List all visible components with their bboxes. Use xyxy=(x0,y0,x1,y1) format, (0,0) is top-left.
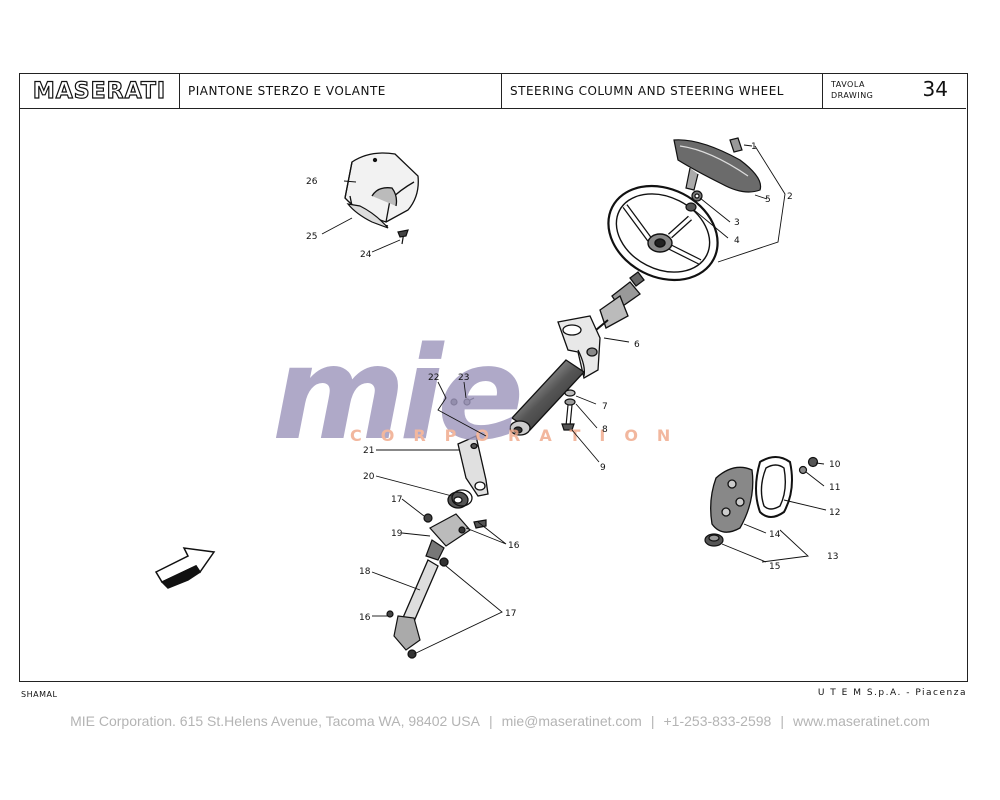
callout-6: 6 xyxy=(634,340,640,350)
callout-4: 4 xyxy=(734,236,740,246)
callout-22: 22 xyxy=(428,373,439,383)
callout-25: 25 xyxy=(306,232,317,242)
callout-5: 5 xyxy=(765,195,771,205)
title-block: MASERATI PIANTONE STERZO E VOLANTE STEER… xyxy=(20,74,966,109)
table-label: TAVOLA DRAWING xyxy=(831,79,873,101)
switch-knob xyxy=(704,533,724,547)
callout-19: 19 xyxy=(391,529,403,539)
switch-panel xyxy=(710,466,754,533)
callout-9: 9 xyxy=(600,463,606,473)
steering-column-cover-lower xyxy=(346,203,389,229)
table-label-en: DRAWING xyxy=(831,91,874,100)
brand-name: MASERATI xyxy=(32,78,167,104)
callout-16-upper: 16 xyxy=(508,541,520,551)
callout-14: 14 xyxy=(769,530,781,540)
callout-11: 11 xyxy=(829,483,840,493)
steering-column xyxy=(595,271,645,331)
callout-2: 2 xyxy=(787,192,793,202)
drawing-sheet: MASERATI PIANTONE STERZO E VOLANTE STEER… xyxy=(19,73,968,682)
callout-16-lower: 16 xyxy=(359,613,371,623)
steering-column-cover-upper xyxy=(344,152,419,227)
callout-26: 26 xyxy=(306,177,318,187)
part-callout-labels: 1 2 3 4 5 6 7 8 9 10 11 12 13 14 15 16 1… xyxy=(306,142,841,623)
steering-wheel-nut xyxy=(691,190,703,202)
steering-wheel-washer xyxy=(685,202,697,212)
callout-21: 21 xyxy=(363,446,374,456)
forward-direction-arrow xyxy=(154,547,216,589)
column-support-bracket xyxy=(557,315,601,379)
website-link[interactable]: www.maseratinet.com xyxy=(792,713,930,729)
bracket-screws xyxy=(450,397,475,406)
email-link[interactable]: mie@maseratinet.com xyxy=(501,713,642,729)
callout-17-lower: 17 xyxy=(505,609,516,619)
title-italian: PIANTONE STERZO E VOLANTE xyxy=(180,74,502,108)
universal-joint-lower xyxy=(386,610,421,659)
phone-number: +1-253-833-2598 xyxy=(663,713,772,729)
watermark-tagline: CORPORATION xyxy=(350,426,689,445)
callout-1: 1 xyxy=(751,142,757,152)
company-address: MIE Corporation. 615 St.Helens Avenue, T… xyxy=(70,713,480,729)
watermark-logo: mie xyxy=(272,320,519,469)
trim-frame xyxy=(755,456,793,518)
separator: | xyxy=(650,713,655,729)
callout-12: 12 xyxy=(829,508,840,518)
universal-joint-upper xyxy=(423,513,487,561)
manufacturer-name: U T E M S.p.A. - Piacenza xyxy=(817,688,967,698)
callout-7: 7 xyxy=(602,402,608,412)
column-tube xyxy=(509,349,586,436)
table-number: 34 xyxy=(922,77,948,101)
cover-screw xyxy=(397,229,409,245)
maserati-logo: MASERATI xyxy=(20,74,180,108)
separator: | xyxy=(488,713,493,729)
callout-24: 24 xyxy=(360,250,372,260)
separator: | xyxy=(780,713,784,729)
callout-8: 8 xyxy=(602,425,608,435)
bracket-bolt xyxy=(561,389,576,431)
title-english: STEERING COLUMN AND STEERING WHEEL xyxy=(502,74,823,108)
callout-13: 13 xyxy=(827,552,838,562)
callout-20: 20 xyxy=(363,472,375,482)
trim-nut xyxy=(798,456,819,475)
horn-pad-clip xyxy=(729,137,743,153)
callout-17-upper: 17 xyxy=(391,495,402,505)
callout-10: 10 xyxy=(829,460,841,470)
callout-15: 15 xyxy=(769,562,780,572)
callout-3: 3 xyxy=(734,218,740,228)
lower-column-bracket xyxy=(457,435,489,497)
column-bushing xyxy=(447,489,473,509)
intermediate-shaft xyxy=(401,557,449,627)
model-name: SHAMAL xyxy=(21,690,58,699)
table-number-cell: TAVOLA DRAWING 34 xyxy=(823,74,966,108)
table-label-it: TAVOLA xyxy=(831,80,865,89)
leader-lines xyxy=(321,144,827,655)
mie-watermark: mie CORPORATION xyxy=(272,320,689,469)
contact-footer: MIE Corporation. 615 St.Helens Avenue, T… xyxy=(0,713,1000,729)
steering-wheel xyxy=(607,184,719,282)
horn-pad xyxy=(673,139,762,193)
callout-23: 23 xyxy=(458,373,469,383)
callout-18: 18 xyxy=(359,567,371,577)
